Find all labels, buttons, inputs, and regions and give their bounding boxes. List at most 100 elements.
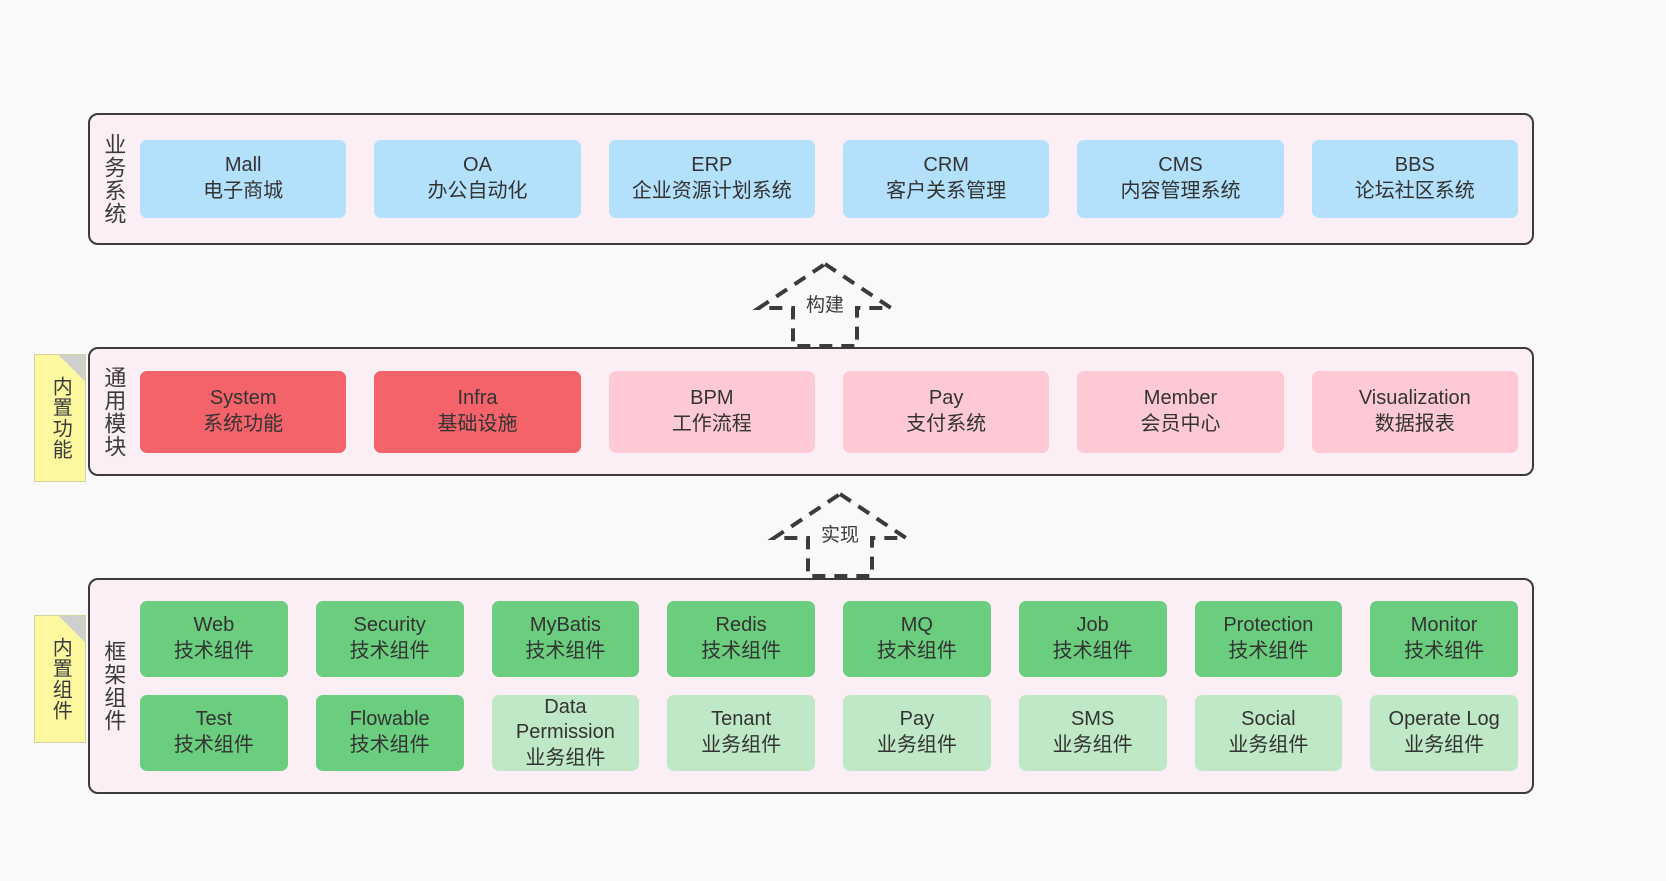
framework-component-card-name: Flowable <box>349 708 430 731</box>
common-module-card-name: BPM <box>690 386 734 409</box>
common-module-card-name: System <box>209 386 277 409</box>
common-module-card-name: Visualization <box>1358 386 1471 409</box>
business-system-card[interactable]: CMS 内容管理系统 <box>1077 140 1284 218</box>
business-system-card-subtitle: 论坛社区系统 <box>1354 180 1475 202</box>
framework-component-card[interactable]: Security 技术组件 <box>315 601 464 677</box>
common-module-card[interactable]: Infra 基础设施 <box>374 370 581 453</box>
framework-component-card-subtitle: 技术组件 <box>1404 640 1485 662</box>
framework-component-card-subtitle: 技术组件 <box>173 734 254 756</box>
common-module-card[interactable]: Visualization 数据报表 <box>1311 370 1518 453</box>
framework-component-card-name: Monitor <box>1410 614 1478 637</box>
common-module-card-subtitle: 工作流程 <box>671 412 752 435</box>
framework-component-card-name: MQ <box>900 614 933 637</box>
framework-component-card-name: Data Permission <box>515 695 615 744</box>
framework-component-card[interactable]: MyBatis 技术组件 <box>491 601 640 677</box>
framework-component-card[interactable]: Pay 业务组件 <box>843 695 991 771</box>
framework-component-card-name: SMS <box>1070 708 1115 731</box>
business-system-card-name: BBS <box>1394 154 1435 177</box>
business-system-card-subtitle: 内容管理系统 <box>1120 180 1241 202</box>
business-system-card-name: Mall <box>224 154 262 177</box>
framework-component-card[interactable]: MQ 技术组件 <box>843 601 991 677</box>
common-module-row: System 系统功能 Infra 基础设施 BPM 工作流程 Pay 支付系统 Member 会… <box>140 370 1518 453</box>
framework-component-card[interactable]: Social 业务组件 <box>1194 695 1343 771</box>
business-system-card-subtitle: 电子商城 <box>203 180 284 202</box>
builtin-component-note-label: 内置组件 <box>49 637 72 721</box>
business-system-card-name: CRM <box>923 154 969 177</box>
framework-component-card[interactable]: Operate Log 业务组件 <box>1370 695 1518 771</box>
framework-component-card-name: Job <box>1076 614 1109 637</box>
framework-component-card-name: Pay <box>899 708 935 731</box>
framework-component-card-subtitle: 技术组件 <box>876 640 957 662</box>
business-system-card-name: CMS <box>1158 154 1203 177</box>
framework-component-card-subtitle: 技术组件 <box>349 734 430 756</box>
common-module-card[interactable]: Pay 支付系统 <box>842 370 1050 453</box>
framework-component-card-subtitle: 业务组件 <box>1228 734 1309 756</box>
implement-relation-arrow: 实现 <box>760 488 920 580</box>
builtin-feature-note-label: 内置功能 <box>49 376 72 460</box>
common-module-card-subtitle: 数据报表 <box>1374 412 1455 435</box>
common-module-card-subtitle: 系统功能 <box>203 412 284 435</box>
common-module-card-name: Member <box>1143 386 1218 409</box>
build-relation-arrow: 构建 <box>745 258 905 350</box>
framework-component-card-name: Protection <box>1223 614 1314 637</box>
framework-component-card-name: Redis <box>715 614 767 637</box>
business-system-card-subtitle: 办公自动化 <box>427 180 528 202</box>
business-system-card[interactable]: BBS 论坛社区系统 <box>1311 140 1518 218</box>
common-module-card-name: Infra <box>457 386 498 409</box>
framework-component-card-subtitle: 技术组件 <box>525 640 606 662</box>
framework-component-card-name: Test <box>195 708 233 731</box>
business-system-card[interactable]: Mall 电子商城 <box>140 140 347 218</box>
common-module-card-area: System 系统功能 Infra 基础设施 BPM 工作流程 Pay 支付系统 Member 会… <box>136 349 1532 474</box>
business-system-card-subtitle: 客户关系管理 <box>886 180 1007 202</box>
framework-component-card-subtitle: 技术组件 <box>349 640 430 662</box>
business-system-card[interactable]: CRM 客户关系管理 <box>842 140 1050 218</box>
common-module-layer: 通用模块 System 系统功能 Infra 基础设施 BPM 工作流程 Pay 支付系统 Me… <box>88 347 1534 476</box>
framework-component-card-subtitle: 技术组件 <box>1228 640 1309 662</box>
framework-component-card-name: Operate Log <box>1388 708 1500 731</box>
framework-component-card-subtitle: 技术组件 <box>173 640 254 662</box>
common-module-layer-title: 通用模块 <box>101 365 127 458</box>
framework-component-card[interactable]: Job 技术组件 <box>1018 601 1167 677</box>
builtin-feature-note: 内置功能 <box>34 354 86 482</box>
framework-component-card[interactable]: Flowable 技术组件 <box>315 695 464 771</box>
framework-component-card[interactable]: Test 技术组件 <box>140 695 288 771</box>
common-module-card-subtitle: 基础设施 <box>437 412 518 435</box>
common-module-card[interactable]: System 系统功能 <box>140 370 347 453</box>
framework-component-layer: 框架组件 Web 技术组件 Security 技术组件 MyBatis 技术组件 Redis… <box>88 578 1534 794</box>
common-module-card-name: Pay <box>928 386 964 409</box>
build-arrow-label: 构建 <box>805 295 845 316</box>
business-system-card-subtitle: 企业资源计划系统 <box>631 180 792 202</box>
framework-component-card[interactable]: Monitor 技术组件 <box>1370 601 1518 677</box>
framework-component-card[interactable]: Web 技术组件 <box>140 601 288 677</box>
build-arrow-shape <box>752 261 898 348</box>
framework-component-card-subtitle: 业务组件 <box>525 746 606 769</box>
framework-component-card-name: Web <box>193 614 235 637</box>
framework-component-card-name: Security <box>353 614 426 637</box>
framework-component-layer-title: 框架组件 <box>101 640 127 732</box>
common-module-card-subtitle: 会员中心 <box>1140 412 1221 435</box>
common-module-card[interactable]: BPM 工作流程 <box>608 370 815 453</box>
common-module-card[interactable]: Member 会员中心 <box>1077 370 1284 453</box>
framework-component-card-name: Social <box>1241 708 1296 731</box>
implement-arrow-label: 实现 <box>820 525 860 546</box>
framework-component-card-subtitle: 技术组件 <box>1052 640 1133 662</box>
framework-component-card-name: MyBatis <box>529 614 601 637</box>
framework-component-card-name: Tenant <box>711 708 772 731</box>
common-module-card-subtitle: 支付系统 <box>906 412 987 435</box>
framework-component-card-subtitle: 业务组件 <box>1404 734 1485 756</box>
framework-component-card-subtitle: 业务组件 <box>876 734 957 756</box>
framework-component-card[interactable]: Protection 技术组件 <box>1194 601 1343 677</box>
implement-arrow-shape <box>767 491 913 578</box>
